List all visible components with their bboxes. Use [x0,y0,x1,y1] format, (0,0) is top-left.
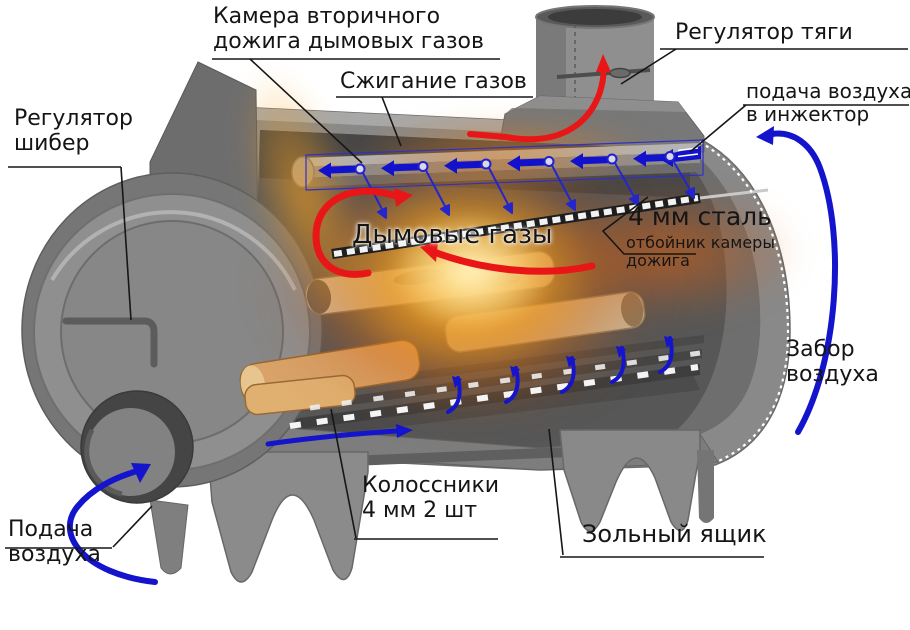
label-injector-air: подача воздуха в инжектор [746,80,910,126]
flue-gas-arrows [312,54,611,278]
cutaway-edge [699,141,790,464]
label-damper-regulator-line1: Регулятор [14,106,133,131]
afterburn-baffle-plate [331,188,769,259]
grate-hatching [289,350,701,429]
label-steel-plate: 4 мм сталь [628,202,772,232]
label-ash-box: Зольный ящик [582,520,767,549]
injector-holes [354,151,695,219]
label-injector-air-line2: в инжектор [746,102,870,126]
label-afterburn-baffle-line1: отбойник камеры [626,233,775,252]
label-damper-regulator-line2: шибер [14,131,90,157]
label-air-supply-line1: Подача [8,517,94,542]
label-air-intake-line2: воздуха [786,362,879,388]
label-secondary-chamber: Камера вторичного дожига дымовых газов [213,4,484,55]
leader-lines [5,48,909,558]
label-damper-regulator: Регулятор шибер [14,106,133,157]
label-gas-burning: Сжигание газов [340,69,527,94]
label-flue-gases: Дымовые газы [352,220,553,251]
label-grates: Колоссники 4 мм 2 шт [362,473,499,524]
label-air-intake: Забор воздуха [786,337,879,388]
label-gas-burning-line1: Сжигание газов [340,69,527,94]
label-grates-line1: Колоссники [362,473,500,498]
label-injector-air-line1: подача воздуха [746,79,910,103]
label-steel-plate-line1: 4 мм сталь [628,202,772,231]
air-inlet-pipe [80,390,194,504]
stove-legs [149,429,714,583]
label-draft-regulator: Регулятор тяги [675,20,853,45]
label-air-supply-line2: воздуха [8,542,101,568]
damper-handle [62,317,158,368]
label-grates-line2: 4 мм 2 шт [362,498,478,524]
cold-air-arrows [66,126,838,585]
label-draft-regulator-line1: Регулятор тяги [675,20,853,45]
label-ash-box-line1: Зольный ящик [582,520,767,548]
label-flue-gases-line1: Дымовые газы [352,220,553,250]
label-air-intake-line1: Забор [786,337,855,362]
label-secondary-chamber-line2: дожига дымовых газов [213,29,484,55]
label-afterburn-baffle-line2: дожига [626,251,690,271]
label-secondary-chamber-line1: Камера вторичного [213,4,441,29]
label-air-supply: Подача воздуха [8,517,101,568]
label-afterburn-baffle: отбойник камеры дожига [626,233,775,271]
tube-air-arrows [318,146,701,179]
